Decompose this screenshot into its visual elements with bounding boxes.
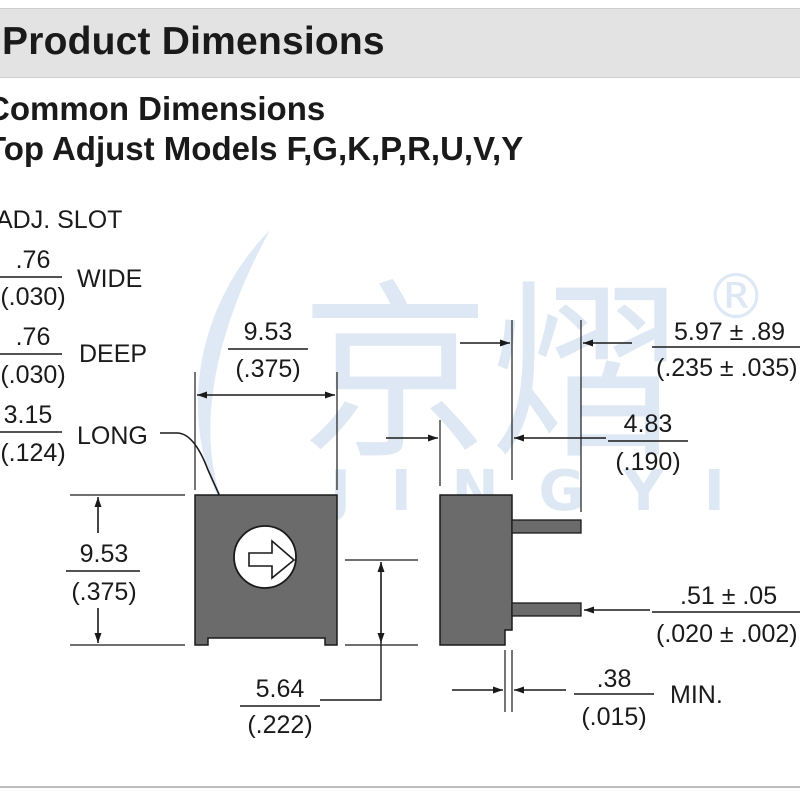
side-mid-mm: 4.83 bbox=[624, 410, 673, 438]
bottom-height-inch: (.222) bbox=[247, 711, 312, 739]
bottom-leader bbox=[320, 643, 382, 701]
side-top-inch: (.235 ± .035) bbox=[656, 354, 798, 382]
standoff-inch: (.015) bbox=[581, 703, 646, 731]
adj-long-inch: (.124) bbox=[0, 439, 65, 467]
adj-long-mm: 3.15 bbox=[4, 401, 53, 429]
adj-deep-inch: (.030) bbox=[0, 361, 65, 389]
standoff-mm: .38 bbox=[597, 665, 632, 693]
side-view-body bbox=[439, 494, 513, 646]
adjust-slot-arrow bbox=[248, 539, 296, 580]
long-leader-arrow bbox=[160, 432, 237, 533]
height-left-inch: (.375) bbox=[71, 578, 136, 606]
pin-inch: (.020 ± .002) bbox=[656, 620, 798, 648]
adj-deep-mm: .76 bbox=[16, 323, 51, 351]
subtitle-line-2: Top Adjust Models F,G,K,P,R,U,V,Y bbox=[0, 130, 524, 167]
bottom-height-mm: 5.64 bbox=[256, 675, 305, 703]
height-left-mm: 9.53 bbox=[80, 540, 129, 568]
standoff-label: MIN. bbox=[670, 681, 723, 709]
subtitle-line-1: Common Dimensions bbox=[0, 90, 326, 127]
pin-mm: .51 ± .05 bbox=[680, 582, 777, 610]
header-bar: Product Dimensions bbox=[0, 8, 800, 78]
width-top-mm: 9.53 bbox=[244, 318, 293, 346]
width-top-inch: (.375) bbox=[235, 355, 300, 383]
adj-deep-label: DEEP bbox=[79, 340, 147, 368]
side-mid-inch: (.190) bbox=[615, 448, 680, 476]
side-pin-bottom bbox=[511, 602, 582, 617]
adj-wide-mm: .76 bbox=[16, 246, 51, 274]
side-pin-top bbox=[511, 519, 582, 534]
adj-slot-title: ADJ. SLOT bbox=[0, 206, 122, 234]
adj-wide-label: WIDE bbox=[77, 265, 142, 293]
adj-long-label: LONG bbox=[77, 422, 148, 450]
side-top-mm: 5.97 ± .89 bbox=[674, 318, 785, 346]
page-title: Product Dimensions bbox=[2, 20, 385, 63]
bottom-rule bbox=[0, 786, 800, 788]
adj-wide-inch: (.030) bbox=[0, 283, 65, 311]
